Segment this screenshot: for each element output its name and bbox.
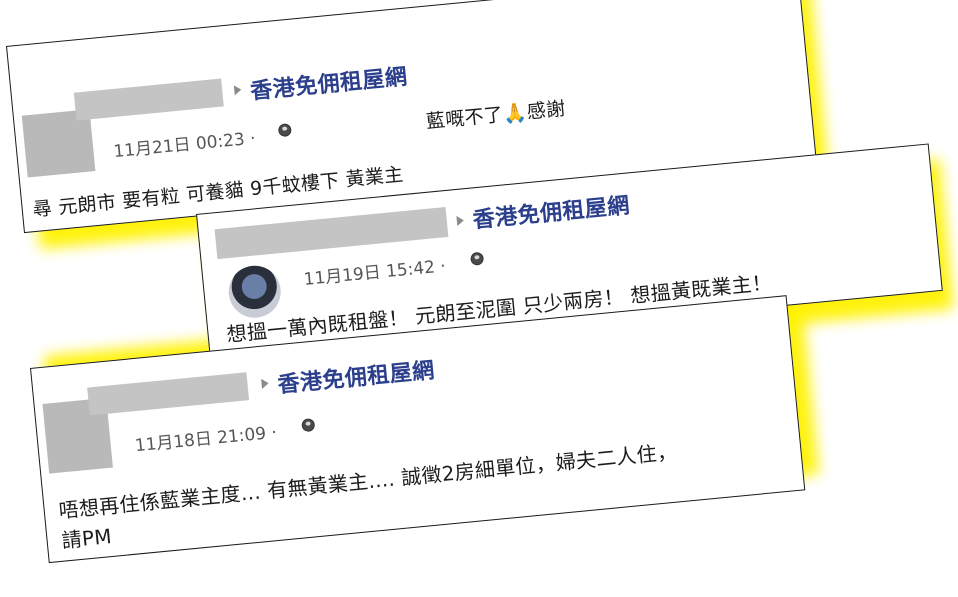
post-content-part: 藍嘅不了🙏感謝 (425, 97, 567, 134)
redacted-username (87, 372, 250, 416)
arrow-icon (261, 378, 270, 389)
post-card-3[interactable]: 香港免佣租屋網 11月18日 21:09 · 唔想再住係藍業主度... 有無黃業… (30, 295, 806, 564)
globe-icon (469, 251, 485, 266)
arrow-icon (456, 215, 465, 227)
post-time[interactable]: 11月18日 21:09 · (134, 422, 278, 457)
redacted-username (214, 207, 449, 260)
globe-icon (277, 123, 292, 138)
avatar (226, 263, 284, 321)
post-time[interactable]: 11月21日 00:23 · (112, 128, 257, 163)
post-content: 藍嘅不了🙏感謝 (425, 94, 567, 134)
reactions-bar[interactable]: 👍!8 (35, 231, 97, 234)
globe-icon (301, 418, 316, 433)
group-name[interactable]: 香港免佣租屋網 (276, 358, 436, 399)
group-name[interactable]: 香港免佣租屋網 (249, 64, 409, 105)
arrow-icon (233, 84, 242, 96)
post-time[interactable]: 11月19日 15:42 · (302, 256, 447, 290)
post-content-line-2: 請PM (60, 523, 113, 553)
group-name[interactable]: 香港免佣租屋網 (471, 193, 631, 234)
redacted-username (73, 78, 224, 121)
